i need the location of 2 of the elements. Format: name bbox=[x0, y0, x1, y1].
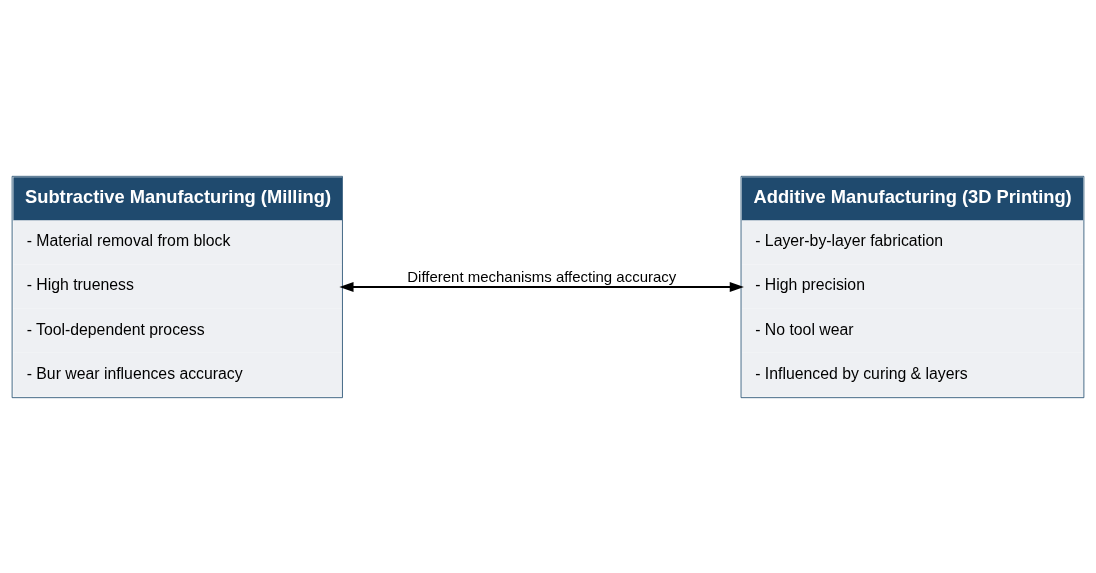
arrow bbox=[339, 281, 744, 292]
edge-label: Different mechanisms affecting accuracy bbox=[407, 267, 677, 285]
